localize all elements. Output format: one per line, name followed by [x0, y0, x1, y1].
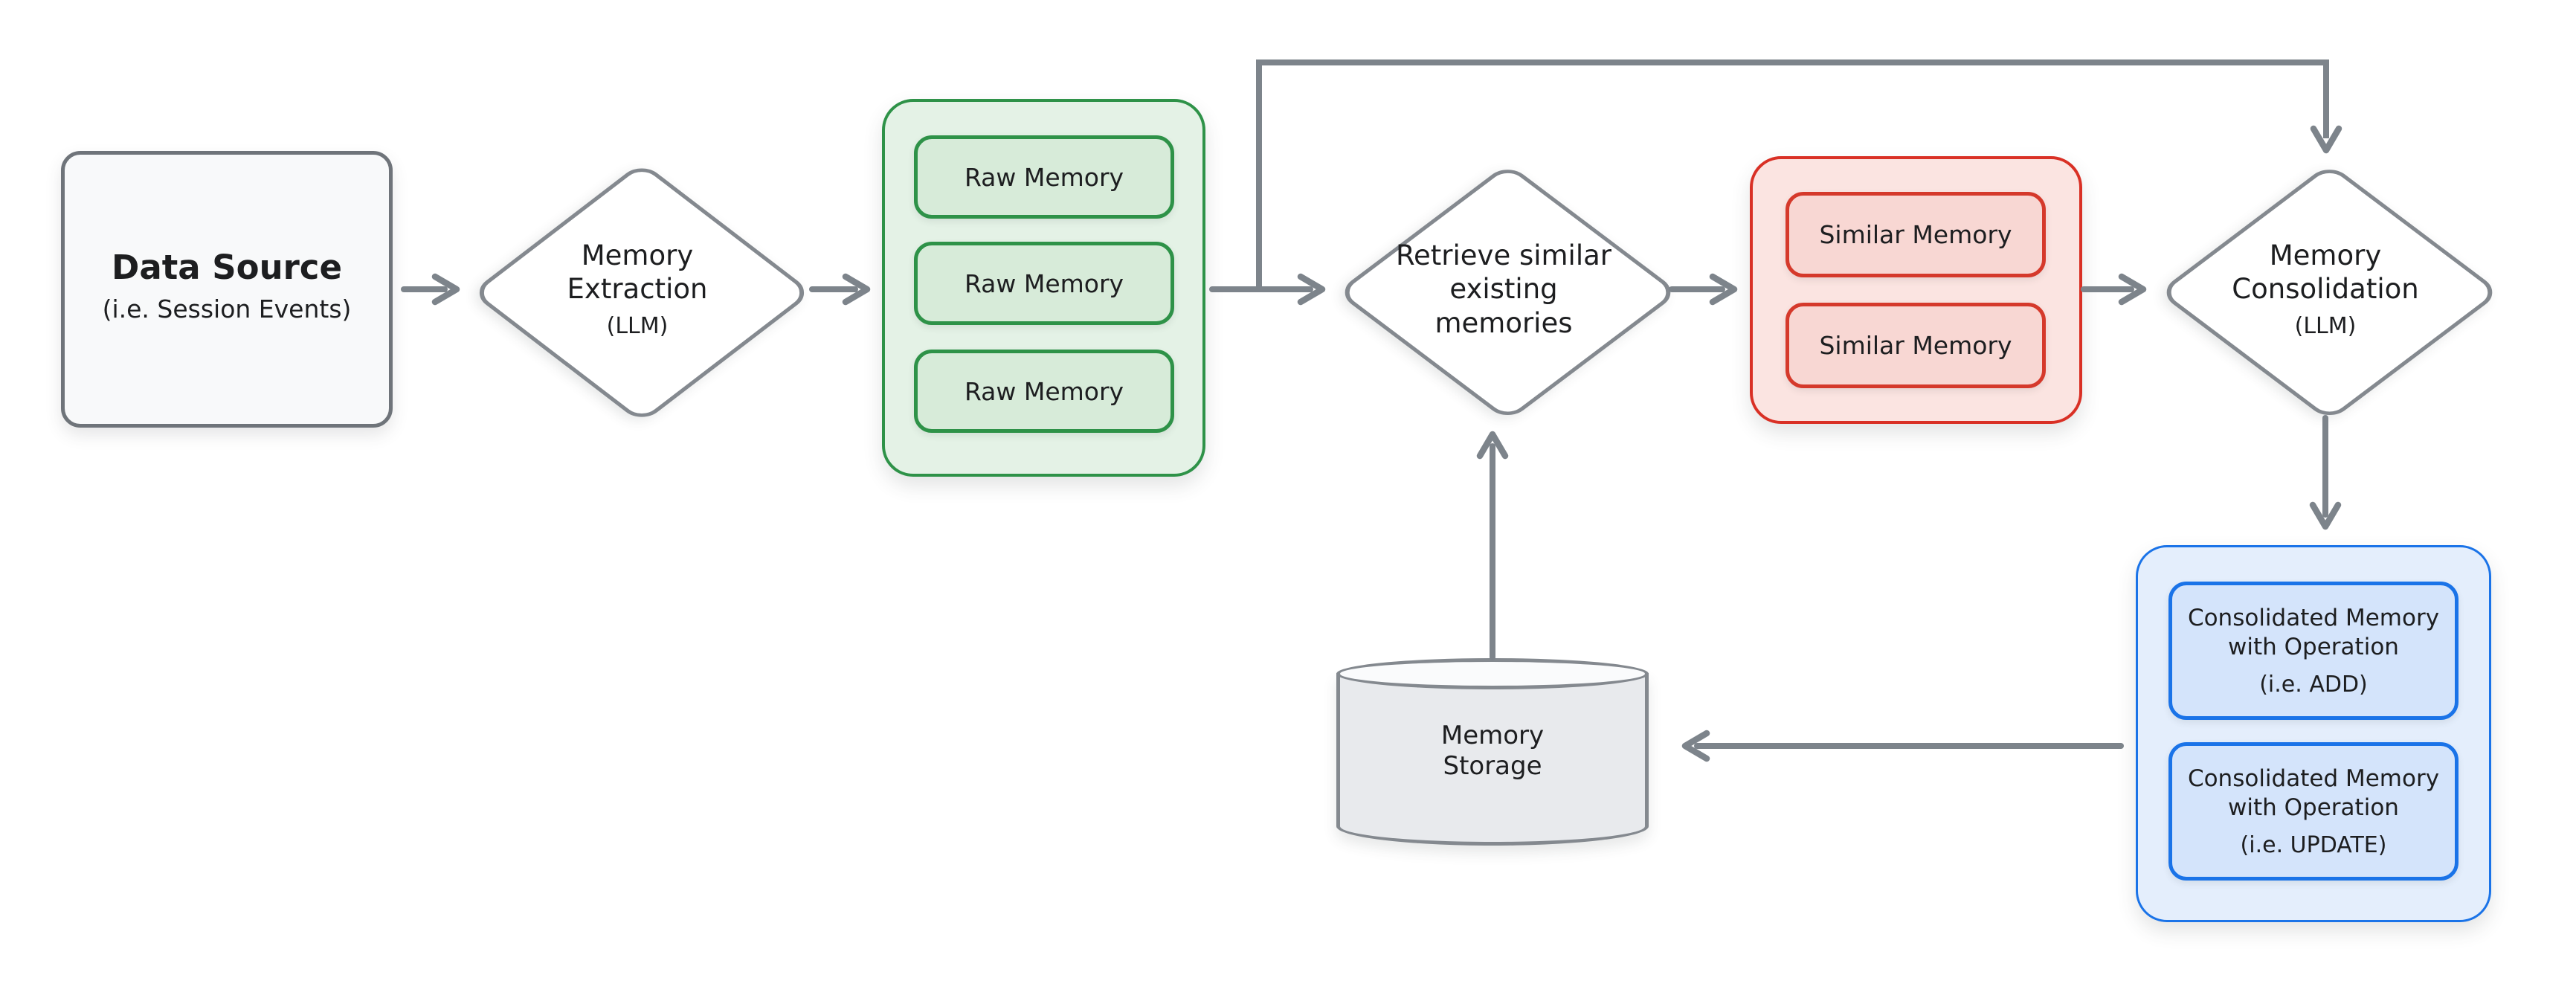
- raw-memory-label-2: Raw Memory: [964, 268, 1124, 298]
- similar-memory-item-2: Similar Memory: [1786, 303, 2046, 388]
- memory-storage-text: Memory Storage: [1381, 695, 1604, 807]
- raw-memory-label-1: Raw Memory: [964, 162, 1124, 192]
- data-source-text: Data Source (i.e. Session Events): [78, 205, 376, 368]
- consolidated-memory-title-2: Consolidated Memory with Operation: [2187, 765, 2440, 821]
- memory-extraction-title: Memory Extraction: [567, 239, 708, 305]
- memory-storage-title: Memory Storage: [1440, 720, 1545, 781]
- memory-consolidation-title: Memory Consolidation: [2232, 239, 2419, 305]
- memory-consolidation-subtitle: (LLM): [2294, 312, 2357, 339]
- similar-memory-label-2: Similar Memory: [1819, 331, 2012, 360]
- data-source-subtitle: (i.e. Session Events): [102, 294, 352, 324]
- memory-extraction-subtitle: (LLM): [606, 312, 669, 339]
- consolidated-memory-item-1: Consolidated Memory with Operation (i.e.…: [2168, 582, 2459, 720]
- raw-memory-item-2: Raw Memory: [914, 242, 1174, 325]
- data-source-node: [61, 151, 393, 428]
- retrieve-similar-title: Retrieve similar existing memories: [1395, 239, 1612, 339]
- raw-memory-item-3: Raw Memory: [914, 350, 1174, 433]
- similar-memory-item-1: Similar Memory: [1786, 192, 2046, 277]
- consolidated-memory-item-2: Consolidated Memory with Operation (i.e.…: [2168, 742, 2459, 881]
- similar-memory-label-1: Similar Memory: [1819, 220, 2012, 249]
- consolidated-memory-subtitle-1: (i.e. ADD): [2259, 672, 2368, 698]
- data-source-title: Data Source: [111, 248, 342, 288]
- retrieve-similar-text: Retrieve similar existing memories: [1355, 207, 1652, 371]
- memory-storage-cylinder-body: [1336, 673, 1649, 846]
- consolidated-memory-title-1: Consolidated Memory with Operation: [2187, 604, 2440, 660]
- memory-storage-cylinder-top: [1336, 658, 1649, 689]
- raw-memory-item-1: Raw Memory: [914, 135, 1174, 219]
- memory-extraction-text: Memory Extraction (LLM): [489, 215, 786, 364]
- memory-consolidation-text: Memory Consolidation (LLM): [2177, 215, 2474, 364]
- raw-memory-label-3: Raw Memory: [964, 376, 1124, 406]
- consolidated-memory-subtitle-2: (i.e. UPDATE): [2240, 832, 2387, 859]
